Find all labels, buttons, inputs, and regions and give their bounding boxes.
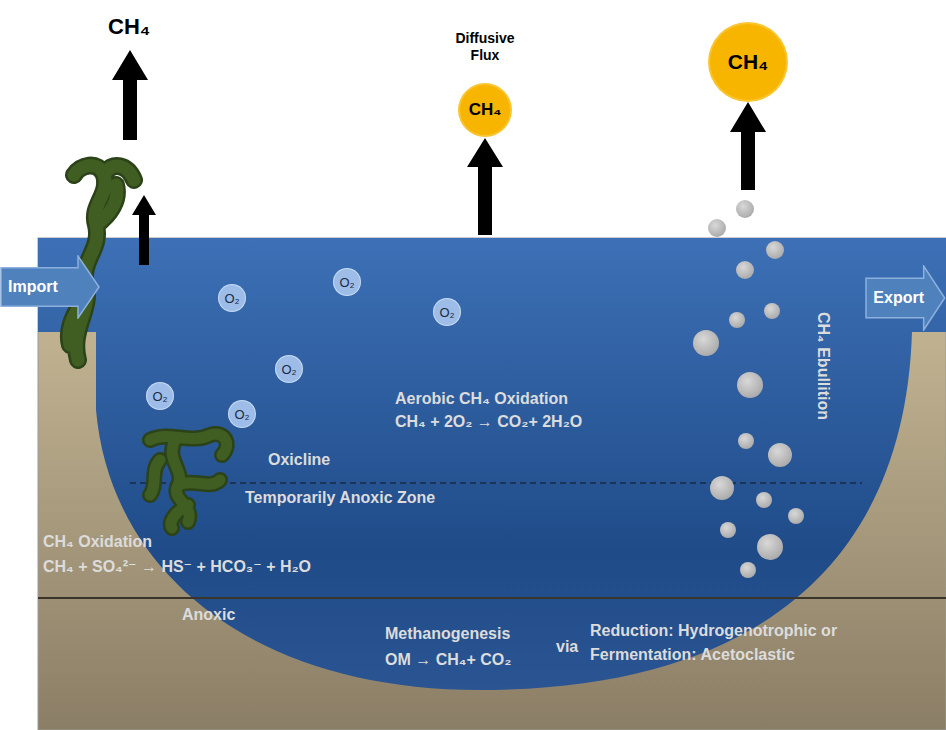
node-text: CH₄ [728, 50, 768, 74]
import-arrow: Import [0, 255, 100, 319]
submerged-plant [150, 434, 227, 528]
methane-flux-circle: CH₄ [710, 24, 786, 100]
oxicline-line [130, 482, 862, 484]
oxygen-bubble: O₂ [334, 269, 360, 295]
node-text: O₂ [339, 275, 354, 290]
process-label: Aerobic CH₄ Oxidation [395, 389, 568, 408]
oxygen-bubble: O₂ [229, 401, 255, 427]
emission-label: CH₄ [108, 14, 150, 40]
export-arrow: Export [865, 265, 946, 331]
process-label: CH₄ Oxidation [43, 532, 152, 551]
process-label: Methanogenesis [385, 624, 510, 643]
oxygen-bubble: O₂ [219, 285, 245, 311]
arrow-body [1, 256, 99, 318]
oxygen-bubble: O₂ [276, 356, 302, 382]
node-text: Import [8, 278, 58, 296]
pathway-label: Fermentation: Acetoclastic [590, 645, 795, 664]
oxygen-bubble: O₂ [147, 383, 173, 409]
node-text: CH₄ [469, 100, 502, 120]
flux-title: Diffusive Flux [448, 30, 522, 64]
reaction-equation: OM → CH₄+ CO₂ [385, 650, 511, 669]
node-text: O₂ [234, 407, 249, 422]
sediment [38, 238, 946, 730]
node-text: O₂ [224, 291, 239, 306]
connector-word: via [556, 637, 578, 656]
arrow-body [866, 266, 945, 330]
node-text: O₂ [439, 305, 454, 320]
node-text: O₂ [281, 362, 296, 377]
methane-flux-circle: CH₄ [460, 85, 510, 135]
reaction-equation: CH₄ + 2O₂ → CO₂+ 2H₂O [395, 412, 582, 431]
flux-arrows [112, 50, 766, 265]
pathway-label: Reduction: Hydrogenotrophic or [590, 621, 837, 640]
node-text: Export [873, 289, 924, 307]
zone-label: Oxicline [268, 450, 330, 469]
zone-label: Anoxic [182, 605, 235, 624]
node-text: O₂ [152, 389, 167, 404]
zone-label: Temporarily Anoxic Zone [245, 488, 435, 507]
oxygen-bubble: O₂ [434, 299, 460, 325]
ebullition-bubbles [693, 200, 804, 578]
water-body [38, 238, 946, 690]
ebullition-label: CH₄ Ebullition [814, 312, 833, 420]
reaction-equation: CH₄ + SO₄²⁻ → HS⁻ + HCO₃⁻ + H₂O [43, 557, 311, 576]
anoxic-boundary [38, 597, 946, 599]
